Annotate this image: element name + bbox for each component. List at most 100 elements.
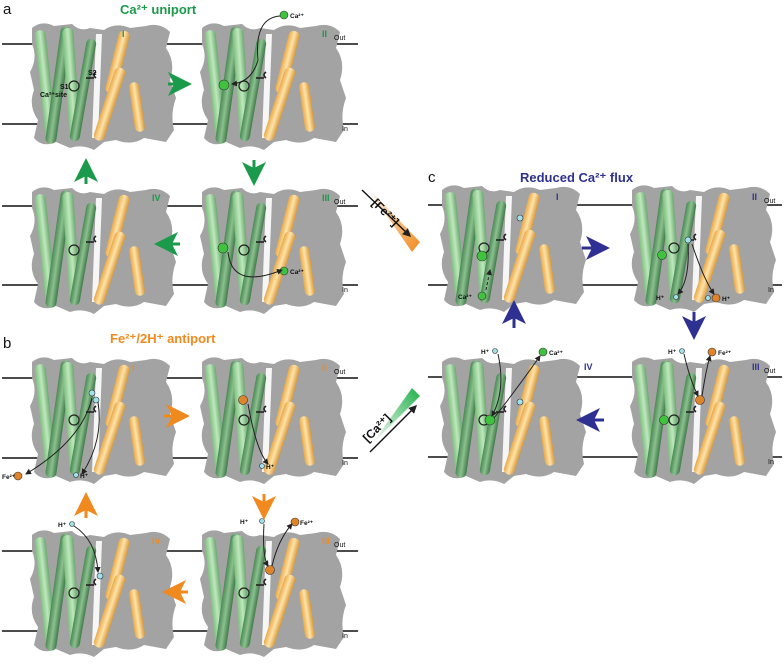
ca-ion [484,414,496,426]
h-ion [92,396,100,404]
panel-letter-c: c [428,169,436,186]
in-label: In [342,460,348,467]
fe-exit-arrow [691,243,715,295]
out-label: Out [334,199,345,206]
fe-exit-arrow [271,523,293,567]
protein-c-state-I [439,184,587,313]
ion-label: H⁺ [722,296,731,303]
fe-gradient-wedge [361,186,420,252]
ion-path-arrows [25,15,715,573]
ca-entry-arrow [231,15,281,87]
in-label: In [342,126,348,133]
fe-ion [265,565,275,575]
ion-label: Ca²⁺ [290,269,304,276]
h-entry-arrow [491,353,502,417]
ca-gradient-shape [372,388,420,444]
ca-gradient-arrow [369,405,417,453]
state-label: II [322,29,327,39]
h-ion [684,236,692,244]
ca-exit-arrow [227,251,283,278]
h-entry-arrow [262,523,269,567]
h-ion [673,294,679,300]
ion-label: H⁺ [656,295,665,302]
ca-ion [657,250,667,260]
h-entry-arrow [73,525,101,573]
panel-title-b: Fe²⁺/2H⁺ antiport [110,331,216,346]
state-label: IV [152,536,161,546]
out-label: Out [334,369,345,376]
h-ion [259,518,265,524]
s1-label: S1 [60,84,69,91]
state-label: III [322,193,330,203]
fe-exit-arrow [701,355,712,397]
in-label: In [342,633,348,640]
h-path-arrow [247,403,269,465]
ca-ion [217,242,229,254]
ca-gradient-wedge [369,388,420,453]
state-label: II [752,192,757,202]
ca-ion [279,266,289,276]
ca-dashed-arrow [485,269,492,291]
state-label: IV [584,362,593,372]
fe-ion [290,517,300,527]
cycle-arrows [74,72,706,604]
out-label: Out [334,542,345,549]
protein-a-state-I [29,22,177,151]
ca-ion [538,347,548,357]
in-label: In [768,287,774,294]
ion-label: Ca²⁺ [458,294,472,301]
state-label: III [322,536,330,546]
panel-title-c: Reduced Ca²⁺ flux [520,170,634,185]
in-label: In [768,459,774,466]
h-ion [73,472,79,478]
h-ion [69,521,75,527]
panel-letter-a: a [3,1,12,18]
state-label: I [132,363,135,373]
ion-label: H⁺ [80,473,89,480]
ions [13,10,721,580]
fe-exit-arrow [25,397,93,475]
protein-c-state-II [629,184,777,313]
panel-letter-b: b [3,335,11,352]
out-label: Out [764,198,775,205]
ion-label: H⁺ [266,464,275,471]
h-ion [492,348,498,354]
state-label: I [556,192,559,202]
ca-gradient-label: [Ca²⁺] [360,411,394,445]
state-label: II [322,363,327,373]
fe-ion [238,395,248,405]
ca-ion [477,291,487,301]
ca-ion [659,415,669,425]
ca-ion [218,79,230,91]
protein-a-state-IV [29,186,177,315]
h-ion [516,398,524,406]
h-ion [259,463,265,469]
fe-gradient-arrow [361,189,412,237]
panel-title-a: Ca²⁺ uniport [120,2,197,17]
state-label: III [752,362,760,372]
ion-label: Ca²⁺ [290,13,304,20]
h-ion [516,214,524,222]
out-label: Out [764,368,775,375]
h-exit-arrow [81,401,100,475]
state-label: IV [152,193,161,203]
h-ion [679,348,685,354]
s2-label: S2 [88,70,97,77]
ion-label: Fe²⁺ [718,350,732,357]
fe-ion [707,347,717,357]
h-exit-arrow [677,243,689,295]
protein-c-state-III [629,356,777,485]
fe-ion [13,471,23,481]
state-label: I [122,29,125,39]
protein-b-state-IV [29,529,177,658]
ca-ion [279,10,289,20]
protein-b-state-I [29,356,177,485]
ion-label: H⁺ [58,522,67,529]
ion-label: Ca²⁺ [549,350,563,357]
ion-label: H⁺ [481,349,490,356]
protein-b-state-III [199,529,347,658]
ca-ion [476,250,488,262]
h-ion [705,295,711,301]
h-ion [88,389,96,397]
ion-label: H⁺ [668,349,677,356]
